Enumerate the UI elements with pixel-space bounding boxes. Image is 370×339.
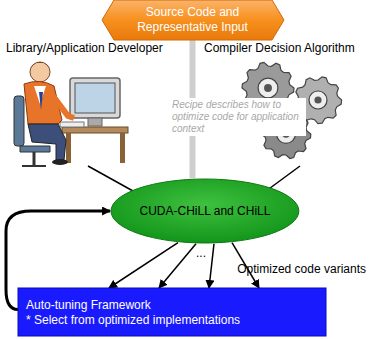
flow-arrow (109, 243, 178, 288)
input-banner: Source Code and Representative Input (102, 0, 284, 40)
flow-arrow (159, 244, 196, 288)
box-bullet: * Select from optimized implementations (26, 313, 240, 328)
caption-label: Library/Application Developer (6, 41, 163, 55)
banner-shape (102, 0, 284, 40)
gear-hub (258, 78, 278, 98)
caption-label: Compiler Decision Algorithm (204, 41, 355, 55)
box-heading: Auto-tuning Framework (26, 298, 151, 313)
flow-arrow (209, 244, 214, 288)
framework-box: Auto-tuning Framework* Select from optim… (18, 288, 326, 336)
box-shape (18, 288, 326, 336)
gear-axle (264, 84, 272, 92)
developer-illustration (14, 62, 128, 166)
recipe-note: Recipe describes how to optimize code fo… (170, 98, 306, 136)
caption-label: Optimized code variants (237, 262, 366, 276)
gear-axle (314, 96, 321, 103)
gear-hub (309, 91, 327, 109)
ellipse-text: CUDA-CHiLL and CHiLL (140, 204, 271, 219)
tool-ellipse: CUDA-CHiLL and CHiLL (110, 178, 300, 244)
banner-text: Source Code and Representative Input (127, 5, 259, 35)
ellipsis-mark: ... (196, 246, 206, 260)
ellipse-shape (111, 179, 299, 243)
